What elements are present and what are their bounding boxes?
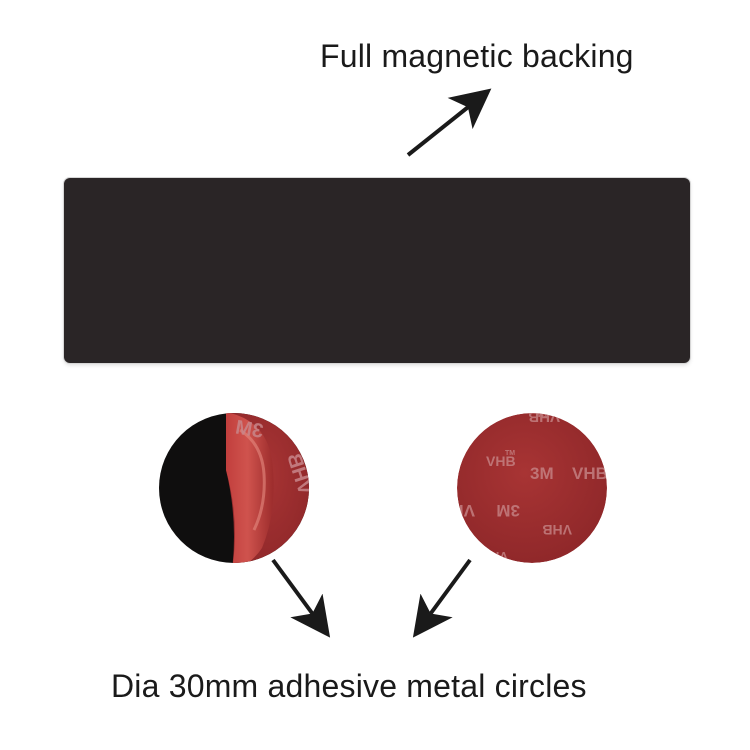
arrow-down-left-icon	[412, 558, 472, 638]
arrow-up-right-icon	[406, 88, 492, 157]
svg-text:VHB: VHB	[572, 464, 608, 483]
svg-text:VHB: VHB	[439, 501, 475, 520]
peeled-adhesive-circle	[159, 413, 309, 563]
svg-text:3M: 3M	[530, 464, 554, 483]
svg-text:VHB: VHB	[542, 522, 572, 538]
svg-text:3M: 3M	[234, 416, 265, 442]
svg-text:VHB: VHB	[481, 549, 508, 564]
svg-text:VHB: VHB	[528, 408, 560, 425]
bottom-caption: Dia 30mm adhesive metal circles	[111, 668, 587, 704]
svg-text:VHB: VHB	[486, 453, 516, 469]
svg-text:3M: 3M	[496, 501, 520, 520]
svg-text:TM: TM	[505, 450, 515, 457]
arrow-down-right-icon	[271, 558, 331, 638]
top-caption: Full magnetic backing	[320, 38, 634, 74]
red-vhb-circle	[457, 413, 607, 563]
left-tape-print: 3M VHB	[234, 416, 309, 497]
right-tape-print: 3M VHB VHB TM VHB 3M VHB VHB VHB TM	[439, 408, 608, 564]
svg-text:TM: TM	[538, 410, 548, 417]
magnetic-strip	[64, 178, 690, 363]
